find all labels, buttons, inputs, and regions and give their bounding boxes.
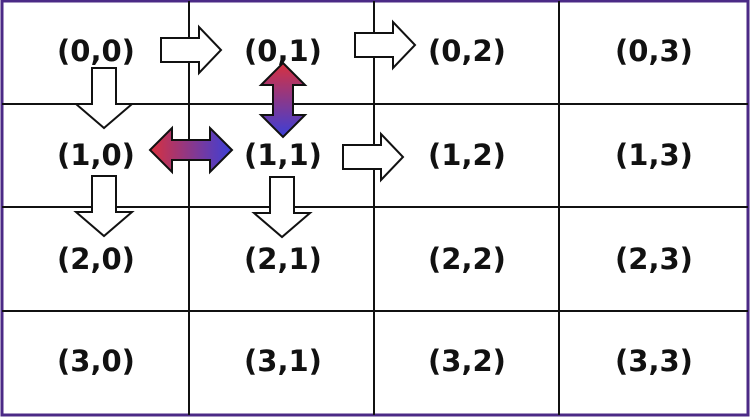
cell-label: (1,2) xyxy=(428,138,506,172)
transition-arrows xyxy=(73,19,417,239)
arrow-down-icon xyxy=(73,175,135,238)
cell-label: (0,0) xyxy=(57,34,135,68)
arrow-right-icon xyxy=(342,131,405,183)
cell-label: (2,3) xyxy=(615,242,693,276)
arrow-down-icon xyxy=(251,176,313,239)
cell-label: (3,3) xyxy=(615,344,693,378)
cell-label: (0,3) xyxy=(615,34,693,68)
cell-label: (3,2) xyxy=(428,344,506,378)
arrow-down-icon xyxy=(73,67,135,130)
cell-labels: (0,0)(0,1)(0,2)(0,3)(1,0)(1,1)(1,2)(1,3)… xyxy=(57,34,693,378)
arrow-right-icon xyxy=(160,24,223,76)
double-arrow-horizontal xyxy=(148,125,234,175)
cell-label: (1,3) xyxy=(615,138,693,172)
cell-label: (2,0) xyxy=(57,242,135,276)
arrow-right-icon xyxy=(354,19,417,71)
cell-label: (2,1) xyxy=(244,242,322,276)
cell-label: (2,2) xyxy=(428,242,506,276)
cell-label: (3,0) xyxy=(57,344,135,378)
cell-label: (1,1) xyxy=(244,138,322,172)
cell-label: (0,2) xyxy=(428,34,506,68)
cell-label: (3,1) xyxy=(244,344,322,378)
double-arrow-vertical xyxy=(258,61,308,139)
cell-label: (1,0) xyxy=(57,138,135,172)
